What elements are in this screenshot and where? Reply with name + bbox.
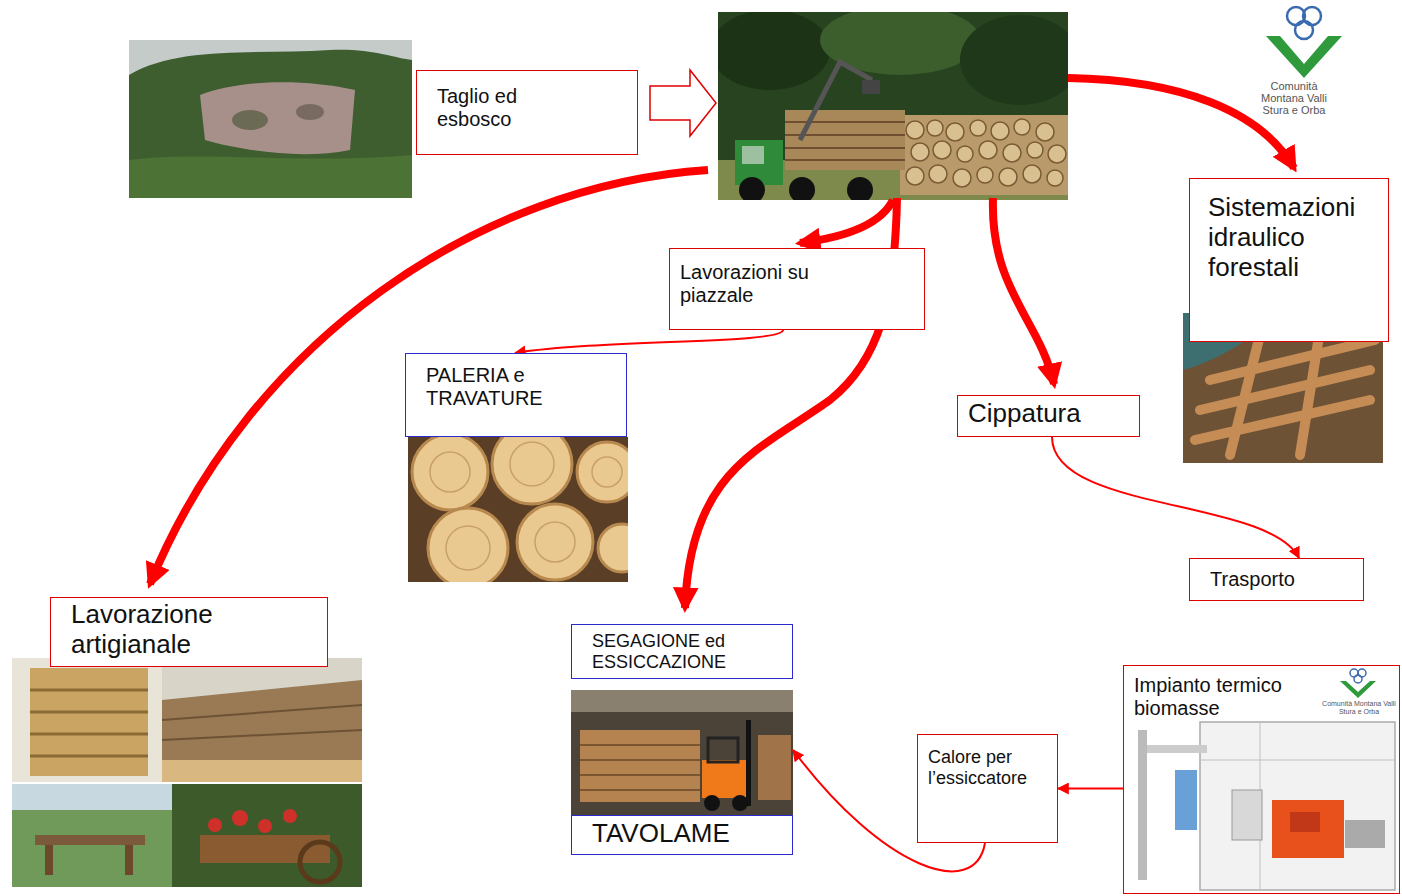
process-box: Calore per l’essiccatore bbox=[917, 734, 1058, 843]
process-box: SEGAGIONE ed ESSICCAZIONE bbox=[571, 624, 793, 815]
process-box: Impianto termico biomasse bbox=[1123, 665, 1400, 894]
hollow-arrow bbox=[650, 70, 716, 136]
flow-connector bbox=[515, 330, 783, 353]
logo-mark bbox=[1340, 669, 1376, 698]
node-label: Calore per l’essiccatore bbox=[928, 747, 1047, 788]
process-box: TAVOLAME bbox=[571, 815, 793, 855]
node-label: Lavorazione artigianale bbox=[71, 600, 307, 660]
flow-connector bbox=[1058, 788, 1123, 790]
node-label: Sistemazioni idraulico forestali bbox=[1208, 193, 1370, 283]
node-label: TAVOLAME bbox=[592, 819, 772, 849]
logo-text: Comunità Montana Valli Stura e Orba bbox=[1248, 80, 1340, 116]
node-label: Impianto termico biomasse bbox=[1134, 674, 1304, 720]
forwarder-photo bbox=[718, 12, 1068, 200]
process-box: Sistemazioni idraulico forestali bbox=[1189, 178, 1389, 342]
node-label: Taglio ed esbosco bbox=[437, 85, 567, 131]
node-label: Cippatura bbox=[968, 399, 1129, 429]
sawmill-photo bbox=[571, 690, 793, 815]
process-box: Trasporto bbox=[1189, 558, 1364, 601]
process-box: PALERIA e TRAVATURE bbox=[405, 353, 627, 437]
forest-photo bbox=[129, 40, 412, 198]
node-label: PALERIA e TRAVATURE bbox=[426, 364, 606, 410]
process-box: Cippatura bbox=[957, 395, 1140, 437]
node-label: Lavorazioni su piazzale bbox=[680, 261, 840, 307]
logo-text: Comunità Montana Valli Stura e Orba bbox=[1320, 700, 1398, 715]
process-box: Lavorazioni su piazzale bbox=[669, 248, 925, 330]
logo-mark bbox=[1266, 7, 1342, 78]
logs-photo bbox=[408, 437, 628, 582]
flow-arrows bbox=[150, 78, 1294, 608]
process-box: Lavorazione artigianale bbox=[50, 597, 328, 667]
node-label: SEGAGIONE ed ESSICCAZIONE bbox=[571, 624, 793, 679]
flow-connector bbox=[1052, 437, 1299, 558]
plant-drawing bbox=[1138, 722, 1395, 890]
craft-photos bbox=[12, 658, 362, 887]
node-label: Trasporto bbox=[1210, 568, 1343, 591]
process-box: Taglio ed esbosco bbox=[416, 70, 638, 155]
